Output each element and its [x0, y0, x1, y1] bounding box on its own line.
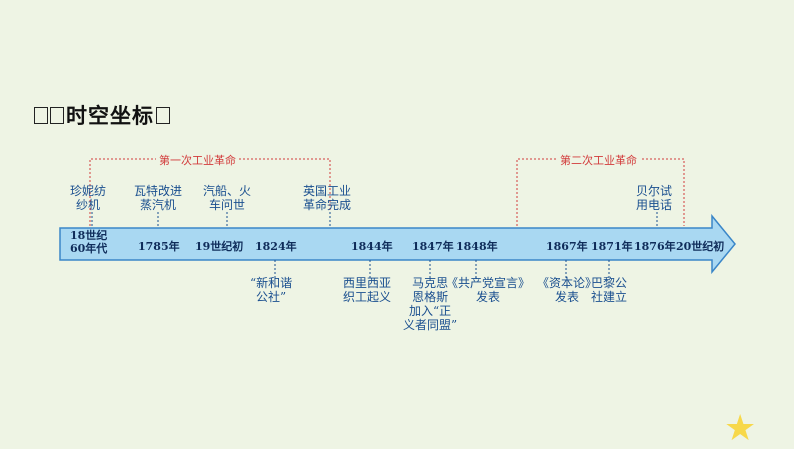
year-1867: 1867年 — [546, 240, 588, 253]
year-1876: 1876年 — [634, 240, 676, 253]
year-20th-century-early: 20世纪初 — [676, 240, 725, 253]
event-bell-telephone: 贝尔试 用电话 — [636, 184, 673, 212]
year-1847: 1847年 — [412, 240, 454, 253]
title-text: 时空坐标 — [66, 104, 154, 128]
event-das-kapital: 《资本论》 发表 — [537, 276, 598, 304]
timeline-arrow — [59, 213, 736, 275]
year-18th-century-60s: 18世纪 60年代 — [70, 229, 108, 255]
year-1824: 1824年 — [255, 240, 297, 253]
event-marx-engels-league: 马克思 恩格斯 加入“正 义者同盟” — [403, 276, 458, 332]
year-1844: 1844年 — [351, 240, 393, 253]
event-paris-commune: 巴黎公 社建立 — [591, 276, 628, 304]
era-bracket-first — [89, 158, 331, 226]
bracket-icon — [156, 106, 170, 124]
year-1785: 1785年 — [138, 240, 180, 253]
event-watt-steam-engine: 瓦特改进 蒸汽机 — [134, 184, 183, 212]
era-label-first: 第一次工业革命 — [156, 152, 239, 168]
era-bracket-second — [516, 158, 685, 226]
event-communist-manifesto: 《共产党宣言》 发表 — [446, 276, 531, 304]
event-steamship-train: 汽船、火 车问世 — [203, 184, 252, 212]
event-british-revolution-complete: 英国工业 革命完成 — [303, 184, 352, 212]
star-decoration-icon: ★ — [724, 408, 757, 449]
event-spinning-jenny: 珍妮纺 纱机 — [70, 184, 107, 212]
event-new-harmony: “新和谐 公社” — [250, 276, 293, 304]
bracket-icon — [34, 106, 48, 124]
connectors — [91, 212, 658, 278]
era-label-second: 第二次工业革命 — [557, 152, 640, 168]
year-1871: 1871年 — [591, 240, 633, 253]
section-title: 时空坐标 — [34, 100, 170, 130]
bracket-icon — [50, 106, 64, 124]
year-19th-century-early: 19世纪初 — [195, 240, 244, 253]
year-1848: 1848年 — [456, 240, 498, 253]
event-silesian-weavers: 西里西亚 织工起义 — [343, 276, 392, 304]
